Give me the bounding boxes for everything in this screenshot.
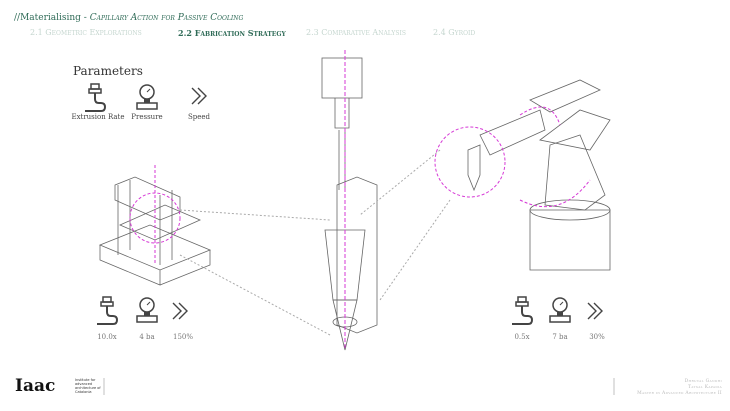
extruder-icon bbox=[84, 83, 106, 112]
credit-program: Master in Advanced Architecture II bbox=[637, 391, 722, 396]
credit-author-1: Dhruval Gandhi bbox=[684, 379, 722, 384]
chevrons-right-icon bbox=[587, 302, 603, 320]
pressure-gauge-icon bbox=[549, 297, 571, 323]
pressure-gauge-icon bbox=[136, 84, 158, 110]
robot-extrusion-value: 0.5x bbox=[514, 333, 530, 341]
printer-speed-value: 150% bbox=[172, 333, 193, 341]
param-label-extrusion-rate: Extrusion Rate bbox=[71, 113, 125, 121]
extruder-icon bbox=[511, 296, 533, 325]
extruder-icon bbox=[96, 296, 118, 325]
tab-geometric-explorations[interactable]: 2.1 Geometric Explorations bbox=[30, 28, 142, 37]
param-label-pressure: Pressure bbox=[131, 113, 163, 121]
chevrons-right-icon bbox=[191, 87, 207, 105]
page-title: //Materialising - Capillary Action for P… bbox=[14, 13, 244, 23]
pressure-gauge-icon bbox=[136, 297, 158, 323]
iaac-logo-text: Institute for advanced architecture of C… bbox=[75, 378, 101, 394]
credit-author-2: Tatsal Kapadia bbox=[687, 385, 722, 390]
printer-extrusion-value: 10.0x bbox=[97, 333, 117, 341]
robot-speed-value: 30% bbox=[589, 333, 605, 341]
tab-comparative-analysis[interactable]: 2.3 Comparative Analysis bbox=[306, 28, 406, 37]
3d-printer-drawing bbox=[98, 176, 212, 286]
robot-pressure-value: 7 ba bbox=[552, 333, 568, 341]
printer-pressure-value: 4 ba bbox=[139, 333, 155, 341]
tab-fabrication-strategy[interactable]: 2.2 Fabrication Strategy bbox=[178, 28, 286, 38]
tab-gyroid[interactable]: 2.4 Gyroid bbox=[433, 28, 476, 37]
param-label-speed: Speed bbox=[187, 113, 211, 121]
extruder-exploded-drawing bbox=[321, 57, 378, 351]
parameters-heading: Parameters bbox=[73, 64, 143, 78]
iaac-logo: Iaac bbox=[15, 376, 56, 396]
chevrons-right-icon bbox=[172, 302, 188, 320]
robot-arm-drawing bbox=[467, 79, 611, 271]
